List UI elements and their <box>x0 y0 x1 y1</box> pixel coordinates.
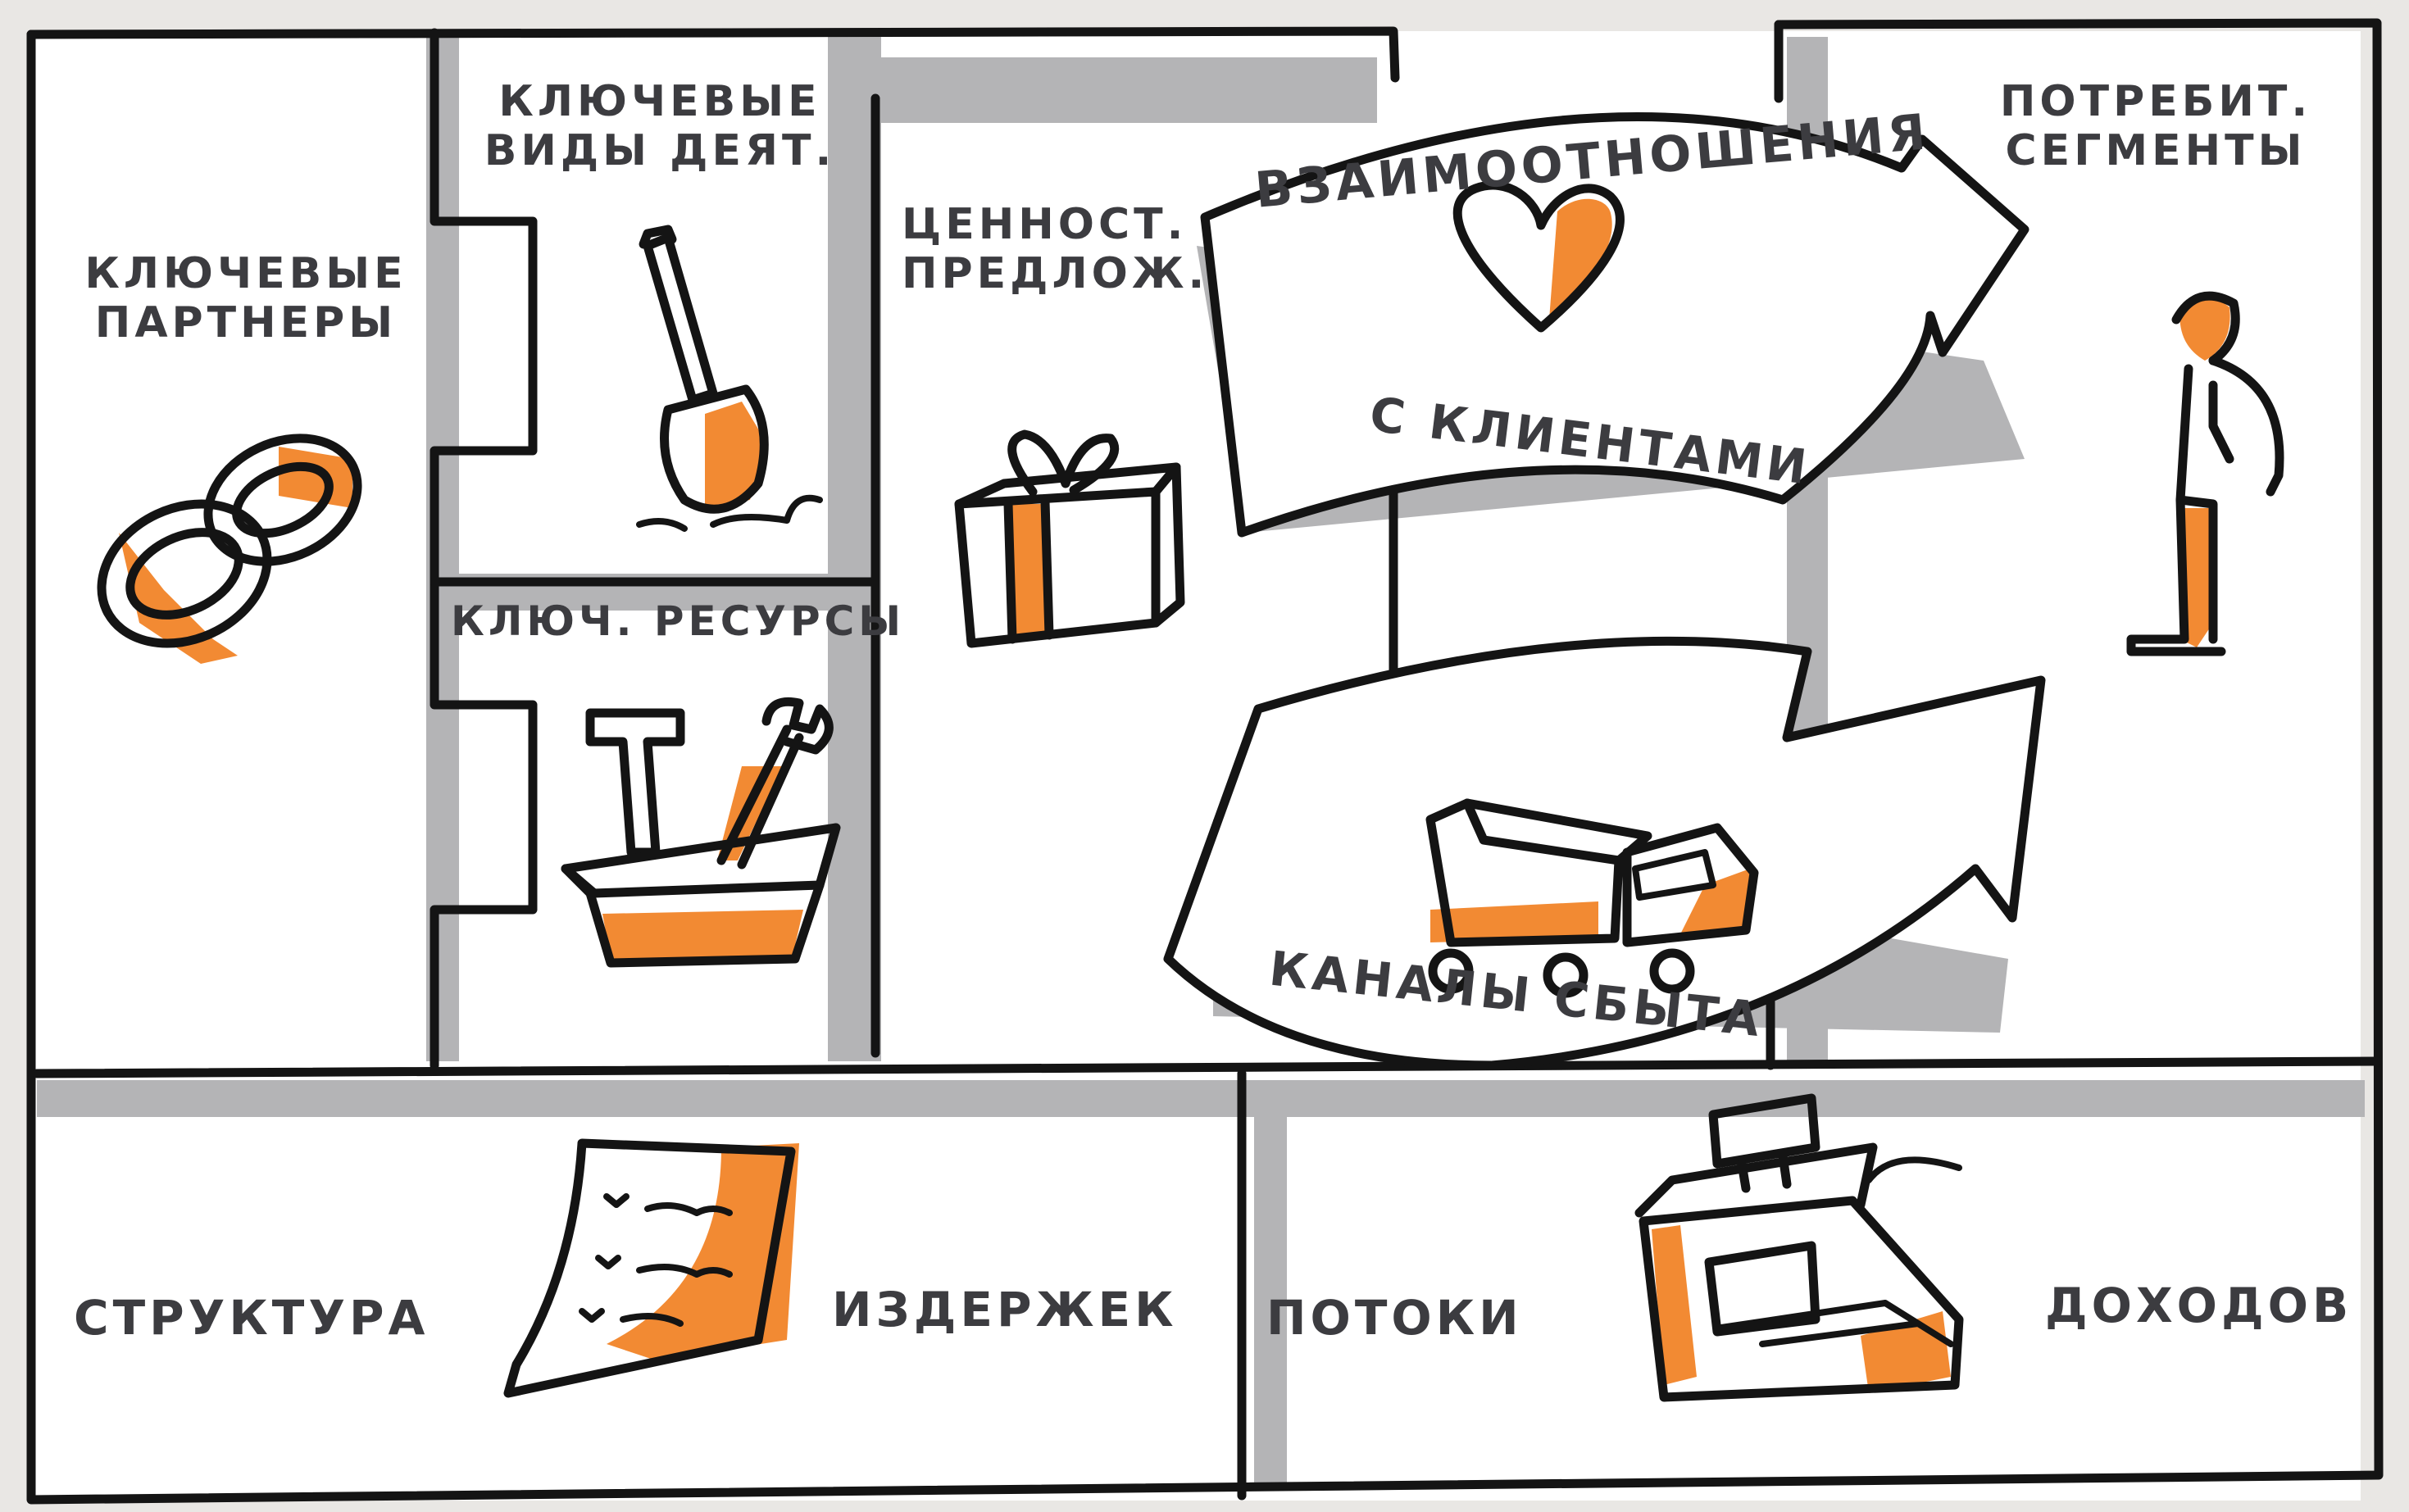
document-icon <box>503 1138 799 1398</box>
cash-register-icon <box>1634 1093 1964 1402</box>
gift-icon <box>954 429 1185 648</box>
key-activities-label: КЛЮЧЕВЫЕ ВИДЫ ДЕЯТ. <box>484 77 836 175</box>
revenue-streams-label-2: ДОХОДОВ <box>2045 1278 2353 1333</box>
truck-icon <box>1425 798 1759 998</box>
heart-icon <box>1452 180 1625 333</box>
toolbox-icon <box>561 697 841 968</box>
shovel-icon <box>636 225 823 532</box>
value-proposition-label: ЦЕННОСТ. ПРЕДЛОЖ. <box>902 200 1209 298</box>
customer-segments-label: ПОТРЕБИТ. СЕГМЕНТЫ <box>1999 77 2312 175</box>
person-icon <box>2126 291 2284 656</box>
cost-structure-label: СТРУКТУРА <box>74 1290 430 1346</box>
revenue-streams-label: ПОТОКИ <box>1266 1290 1523 1346</box>
key-resources-label: КЛЮЧ. РЕСУРСЫ <box>451 597 906 645</box>
key-partners-label: КЛЮЧЕВЫЕ ПАРТНЕРЫ <box>84 249 407 347</box>
interlocked-rings-icon <box>97 434 362 664</box>
cost-structure-label-2: ИЗДЕРЖЕК <box>832 1282 1178 1337</box>
